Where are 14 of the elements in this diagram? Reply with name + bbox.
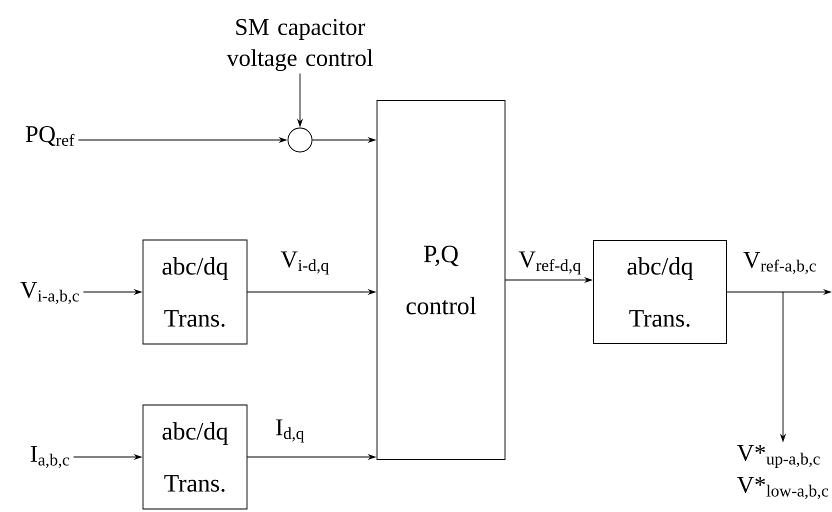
edge-label: V$_{ref-a,b,c}$ xyxy=(742,251,818,276)
summing-junction xyxy=(288,128,312,152)
signal-label: I$_{a,b,c}$ xyxy=(30,446,70,468)
edge-label: V$_{ref-d,q}$ xyxy=(517,250,583,276)
block-box: abc/dq Trans. xyxy=(142,240,248,344)
block-box: P,Q control xyxy=(376,100,506,460)
edge-label: I$_{d,q}$ xyxy=(274,418,306,444)
edge-label: V$_{i-d,q}$ xyxy=(279,250,331,276)
output-label: V*$_{up-a,b,c}$ V*$_{low-a,b,c}$ xyxy=(737,445,828,500)
signal-label: V$_{i-a,b,c}$ xyxy=(20,282,79,304)
block-box: abc/dq Trans. xyxy=(142,404,248,510)
signal-label: SM capacitor voltage control xyxy=(226,18,373,72)
signal-label: PQ$_{ref}$ xyxy=(26,126,74,146)
block-box: abc/dq Trans. xyxy=(593,240,727,344)
